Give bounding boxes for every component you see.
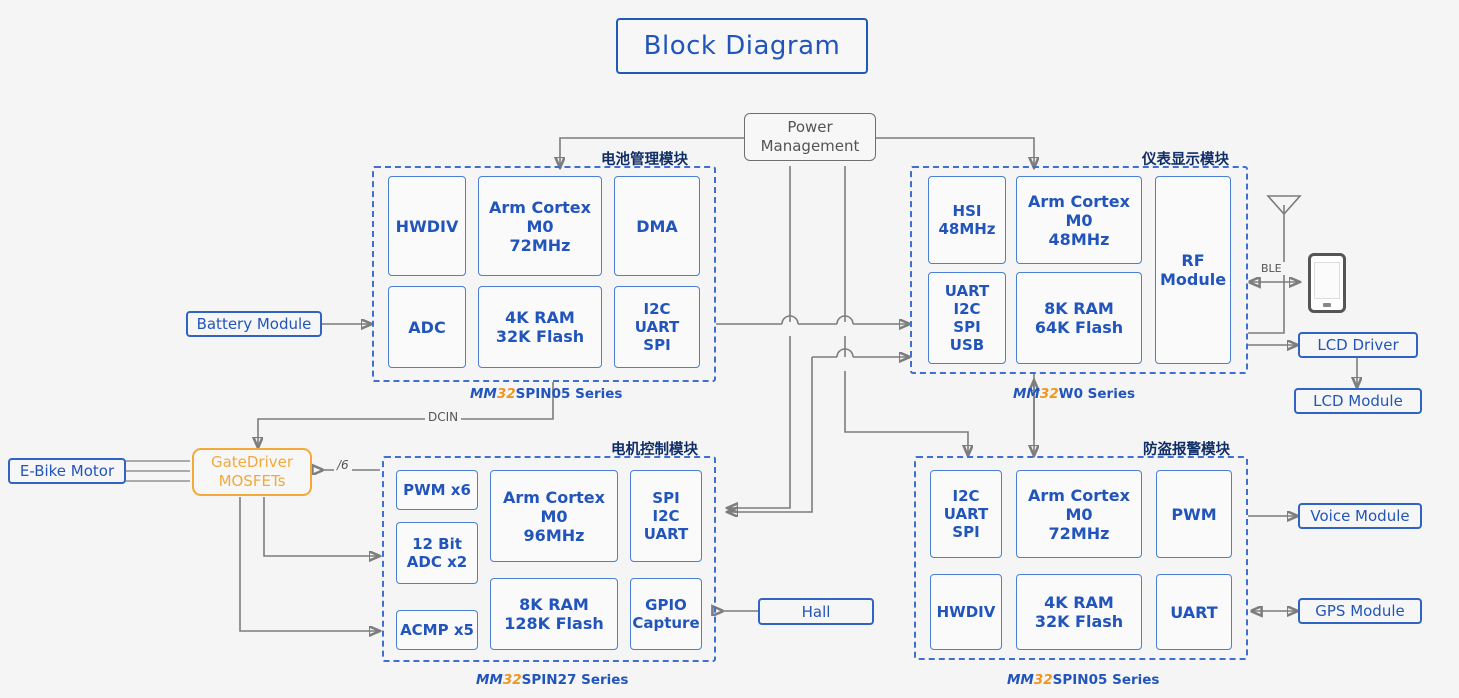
wire-label-ble: BLE (1258, 262, 1285, 275)
gps-module-block[interactable]: GPS Module (1298, 598, 1422, 624)
wire-label-six-phase: /6 (334, 458, 352, 472)
ebike-motor-block[interactable]: E-Bike Motor (8, 458, 126, 484)
block-bm-hwdiv[interactable]: HWDIV (388, 176, 466, 276)
lcd-driver-block[interactable]: LCD Driver (1298, 332, 1418, 358)
group-battery-management (372, 166, 716, 382)
group-title-battery-management: 电池管理模块 (601, 152, 688, 168)
gate-driver-mosfets-block[interactable]: GateDriver MOSFETs (192, 448, 312, 496)
smartphone-icon (1308, 253, 1346, 313)
block-mc-acmp[interactable]: ACMP x5 (396, 610, 478, 650)
wire-label-dcin: DCIN (425, 410, 462, 424)
block-at-pwm[interactable]: PWM (1156, 470, 1232, 558)
gate-driver-line2: MOSFETs (218, 472, 286, 490)
page-title: Block Diagram (616, 18, 868, 74)
series-label-motor-control: MM32SPIN27 Series (476, 672, 629, 688)
block-mc-pwm[interactable]: PWM x6 (396, 470, 478, 510)
group-title-anti-theft-alarm: 防盗报警模块 (1143, 442, 1230, 458)
group-title-motor-control: 电机控制模块 (611, 442, 698, 458)
series-label-battery-management: MM32SPIN05 Series (470, 386, 623, 402)
lcd-module-block[interactable]: LCD Module (1294, 388, 1422, 414)
power-management-line1: Power (787, 118, 833, 136)
voice-module-block[interactable]: Voice Module (1298, 503, 1422, 529)
gate-driver-line1: GateDriver (210, 453, 294, 471)
power-management-line2: Management (760, 137, 860, 155)
group-title-instrument-display: 仪表显示模块 (1142, 152, 1229, 168)
block-bm-adc[interactable]: ADC (388, 286, 466, 368)
group-motor-control (382, 456, 716, 662)
power-management-block[interactable]: Power Management (744, 113, 876, 161)
block-bm-dma[interactable]: DMA (614, 176, 700, 276)
phone-screen (1314, 262, 1340, 299)
hall-sensor-block[interactable]: Hall (758, 598, 874, 625)
group-instrument-display (910, 166, 1248, 374)
block-at-hwdiv[interactable]: HWDIV (930, 574, 1002, 650)
series-label-instrument-display: MM32W0 Series (1013, 386, 1136, 402)
group-anti-theft-alarm (914, 456, 1248, 660)
phone-home-button (1323, 303, 1331, 307)
block-at-uart[interactable]: UART (1156, 574, 1232, 650)
battery-module-block[interactable]: Battery Module (186, 311, 322, 337)
series-label-anti-theft-alarm: MM32SPIN05 Series (1007, 672, 1160, 688)
